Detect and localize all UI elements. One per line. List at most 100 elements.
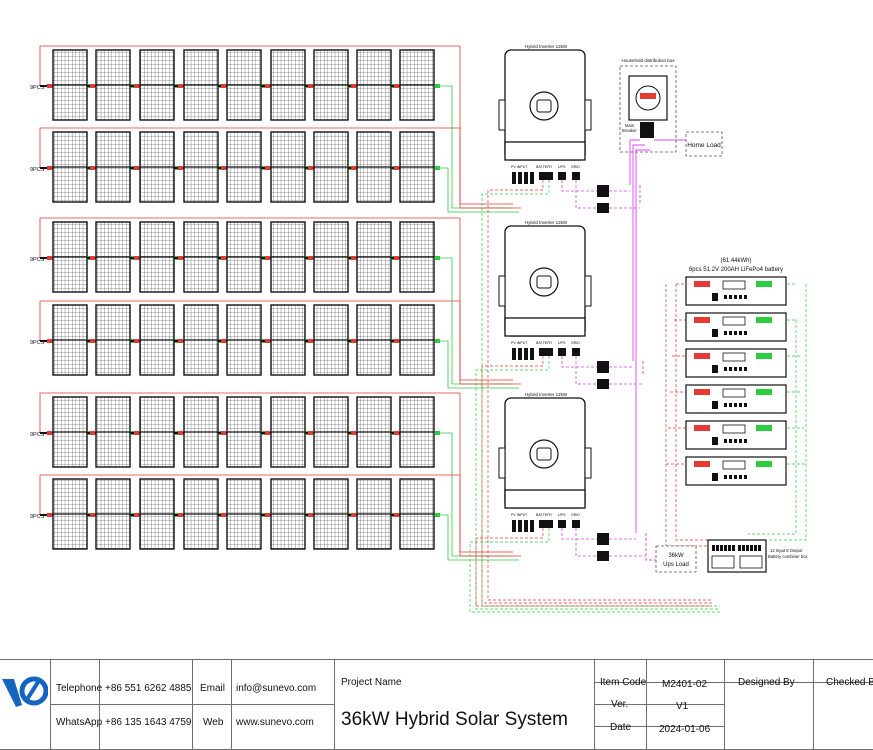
battery-port <box>724 403 727 407</box>
combiner-input <box>732 545 735 551</box>
battery-port <box>744 295 747 299</box>
pv-input-terminal <box>530 172 534 184</box>
ac-breaker <box>597 361 609 373</box>
main-breaker-label: Main <box>625 123 635 128</box>
pv-input-terminal <box>518 348 522 360</box>
battery-terminal-pos <box>694 425 710 431</box>
ac-breaker <box>597 185 609 197</box>
battery-display <box>722 316 746 326</box>
ups-load-box <box>655 545 697 573</box>
mc4-connector-pos <box>90 431 95 435</box>
inverter-port-label: BATTERY <box>536 513 553 517</box>
inverter-side-handle <box>498 447 506 479</box>
ver-label: Ver. <box>611 699 629 710</box>
mc4-connector-pos <box>351 84 356 88</box>
combiner-input <box>746 545 749 551</box>
telephone-label: Telephone <box>56 683 103 694</box>
inverter-port-label: BATTERY <box>536 165 553 169</box>
battery-port <box>739 439 742 443</box>
pv-input-terminal <box>530 348 534 360</box>
mc4-connector-pos <box>47 339 52 343</box>
date-value: 2024-01-06 <box>659 724 711 735</box>
home-load-label: Home Load <box>687 142 721 149</box>
battery-port <box>724 439 727 443</box>
inverter-port-panel <box>504 141 586 161</box>
mc4-connector-neg <box>435 339 440 343</box>
battery-terminal-neg <box>756 353 772 359</box>
battery-port <box>734 331 737 335</box>
battery-port <box>744 367 747 371</box>
battery-display <box>722 388 746 398</box>
battery-port <box>744 331 747 335</box>
mc4-connector-neg <box>435 84 440 88</box>
battery-port <box>729 367 732 371</box>
inverter-screen-icon <box>536 99 552 113</box>
mc4-connector-pos <box>308 339 313 343</box>
pv-string: 9PCS <box>30 45 513 209</box>
battery-terminal-neg <box>756 281 772 287</box>
mc4-connector-neg <box>435 166 440 170</box>
combiner-input <box>728 545 731 551</box>
mc4-connector-pos <box>308 513 313 517</box>
battery-terminal-neg <box>756 425 772 431</box>
mc4-connector-pos <box>134 431 139 435</box>
email-value: info@sunevo.com <box>236 683 317 694</box>
combiner-label-2: Battery combiner box <box>768 554 808 559</box>
mc4-connector-pos <box>221 513 226 517</box>
battery-port <box>729 403 732 407</box>
pv-pos-wire <box>459 301 521 385</box>
pv-string-return-wire <box>39 45 460 86</box>
battery-port <box>734 439 737 443</box>
battery-bank-description: 6pcs 51.2V 200AH LiFePo4 battery <box>689 267 783 273</box>
web-label: Web <box>203 717 224 728</box>
pv-string-return-wire <box>39 127 460 168</box>
pv-string: 9PCS <box>30 474 521 561</box>
battery-port <box>739 475 742 479</box>
string-count-label: 9PCS <box>30 340 45 346</box>
battery-port <box>734 475 737 479</box>
mc4-connector-neg <box>435 513 440 517</box>
battery-terminal-neg <box>756 317 772 323</box>
grid-terminal <box>572 520 580 528</box>
combiner-input <box>724 545 727 551</box>
main-breaker <box>640 122 654 138</box>
string-count-label: 9PCS <box>30 257 45 263</box>
pv-string-return-wire <box>39 300 460 341</box>
mc4-connector-pos <box>351 513 356 517</box>
combiner-input <box>712 545 715 551</box>
pv-input-terminal <box>512 348 516 360</box>
item-code-label: Item Code <box>600 677 647 688</box>
project-name-label: Project Name <box>341 677 402 688</box>
inverter-label: Hybrid Inverter 12kW <box>525 44 568 49</box>
date-label: Date <box>610 722 632 733</box>
battery-display <box>722 460 746 470</box>
mc4-connector-pos <box>351 256 356 260</box>
mc4-connector-pos <box>178 256 183 260</box>
inverter-side-handle <box>584 99 592 131</box>
mc4-connector-pos <box>134 166 139 170</box>
mc4-connector-pos <box>308 256 313 260</box>
mc4-connector-pos <box>90 339 95 343</box>
inverter-label: Hybrid Inverter 12kW <box>525 220 568 225</box>
mc4-connector-pos <box>90 84 95 88</box>
email-label: Email <box>200 683 226 694</box>
battery-port <box>724 331 727 335</box>
battery-port <box>724 475 727 479</box>
pv-pos-wire <box>459 128 521 209</box>
inverter-port-label: GRID <box>571 513 580 517</box>
ac-wire <box>561 528 597 557</box>
pv-string: 9PCS <box>30 127 521 213</box>
battery-pos-wire <box>487 180 712 601</box>
string-count-label: 9PCS <box>30 167 45 173</box>
pv-neg-wire <box>438 514 519 561</box>
web-value: www.sunevo.com <box>236 717 314 728</box>
mc4-connector-pos <box>90 513 95 517</box>
project-name: 36kW Hybrid Solar System <box>341 709 569 730</box>
mc4-connector-pos <box>394 166 399 170</box>
mc4-connector-pos <box>394 431 399 435</box>
battery-switch <box>712 365 718 373</box>
grid-terminal <box>572 172 580 180</box>
combiner-input <box>716 545 719 551</box>
